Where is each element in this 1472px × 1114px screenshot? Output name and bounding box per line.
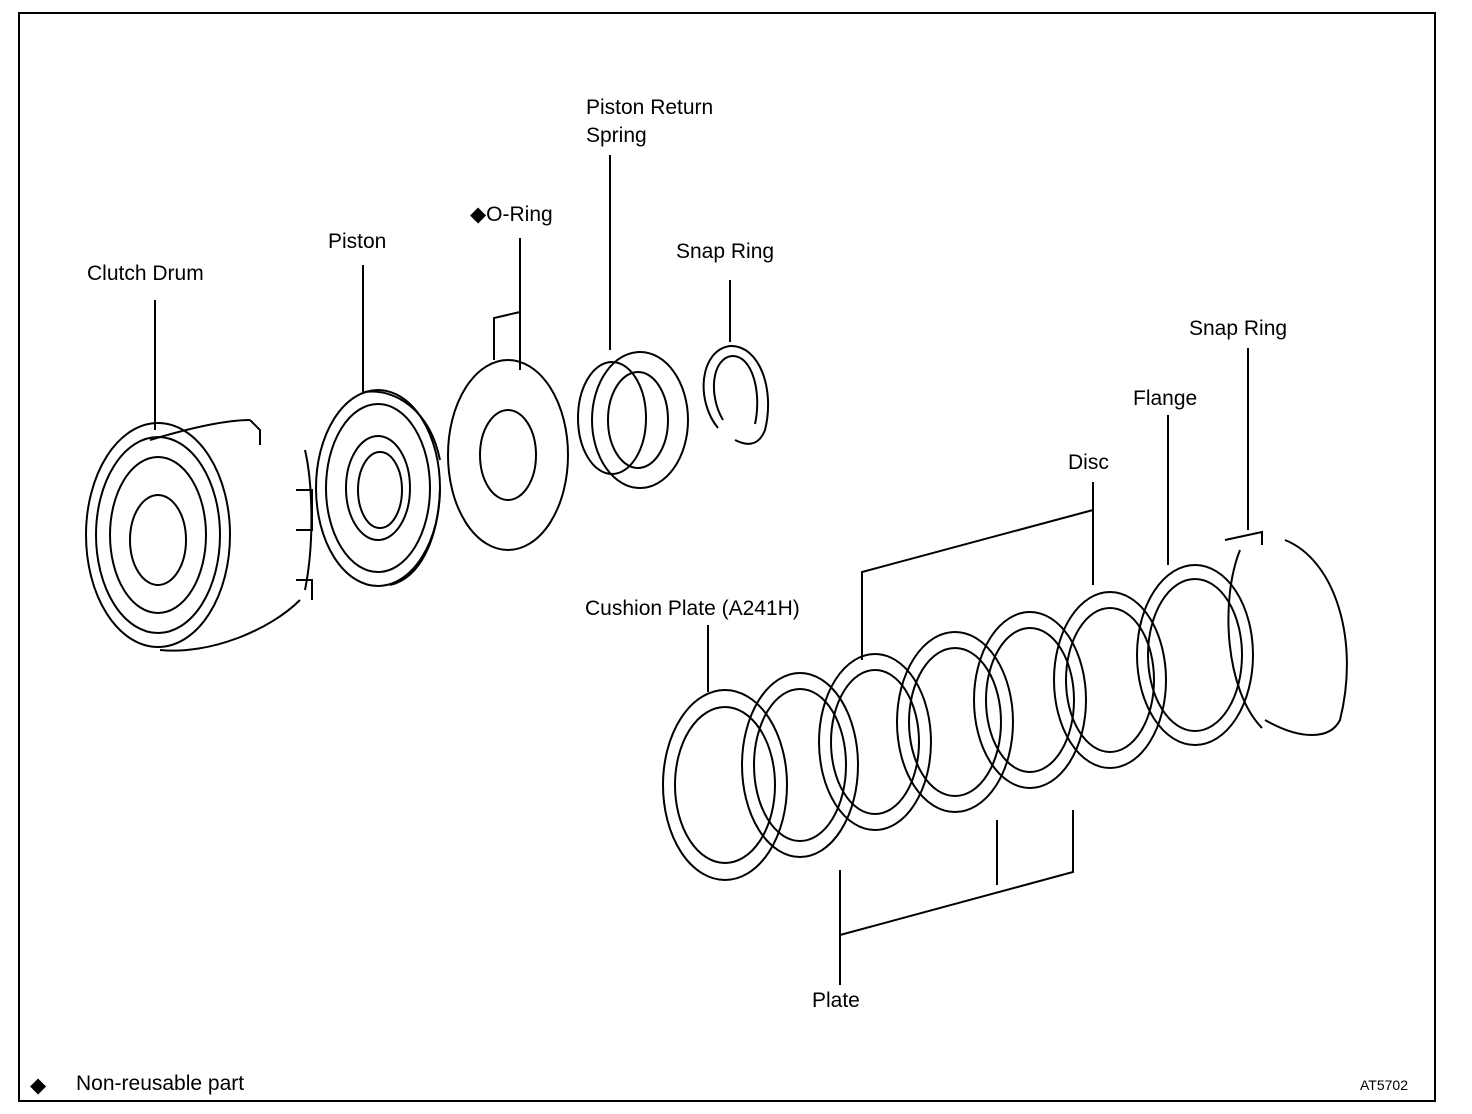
legend-text: Non-reusable part xyxy=(76,1072,245,1095)
label-o-ring-group: ◆O-Ring xyxy=(470,204,553,225)
piston-part xyxy=(315,389,441,587)
label-flange: Flange xyxy=(1133,387,1198,410)
label-snap-ring-right: Snap Ring xyxy=(1189,317,1288,340)
label-disc: Disc xyxy=(1068,451,1109,474)
label-piston-return-spring: Piston Return Spring xyxy=(586,96,714,147)
figure-code: AT5702 xyxy=(1360,1077,1408,1093)
label-plate: Plate xyxy=(812,989,860,1012)
figure-frame xyxy=(18,12,1436,1102)
label-piston: Piston xyxy=(328,230,387,253)
clutch-drum-part xyxy=(85,419,313,652)
clutch-pack-parts xyxy=(662,530,1348,881)
legend-diamond-icon: ◆ xyxy=(30,1073,47,1097)
label-clutch-drum: Clutch Drum xyxy=(87,262,204,285)
label-snap-ring-upper: Snap Ring xyxy=(676,240,775,263)
non-reusable-diamond-icon: ◆ xyxy=(470,203,487,226)
label-o-ring: O-Ring xyxy=(486,203,553,226)
piston-return-spring-part xyxy=(577,351,689,489)
o-ring-part xyxy=(447,359,569,551)
snap-ring-upper-part xyxy=(702,344,770,445)
label-cushion-plate: Cushion Plate (A241H) xyxy=(585,597,800,620)
